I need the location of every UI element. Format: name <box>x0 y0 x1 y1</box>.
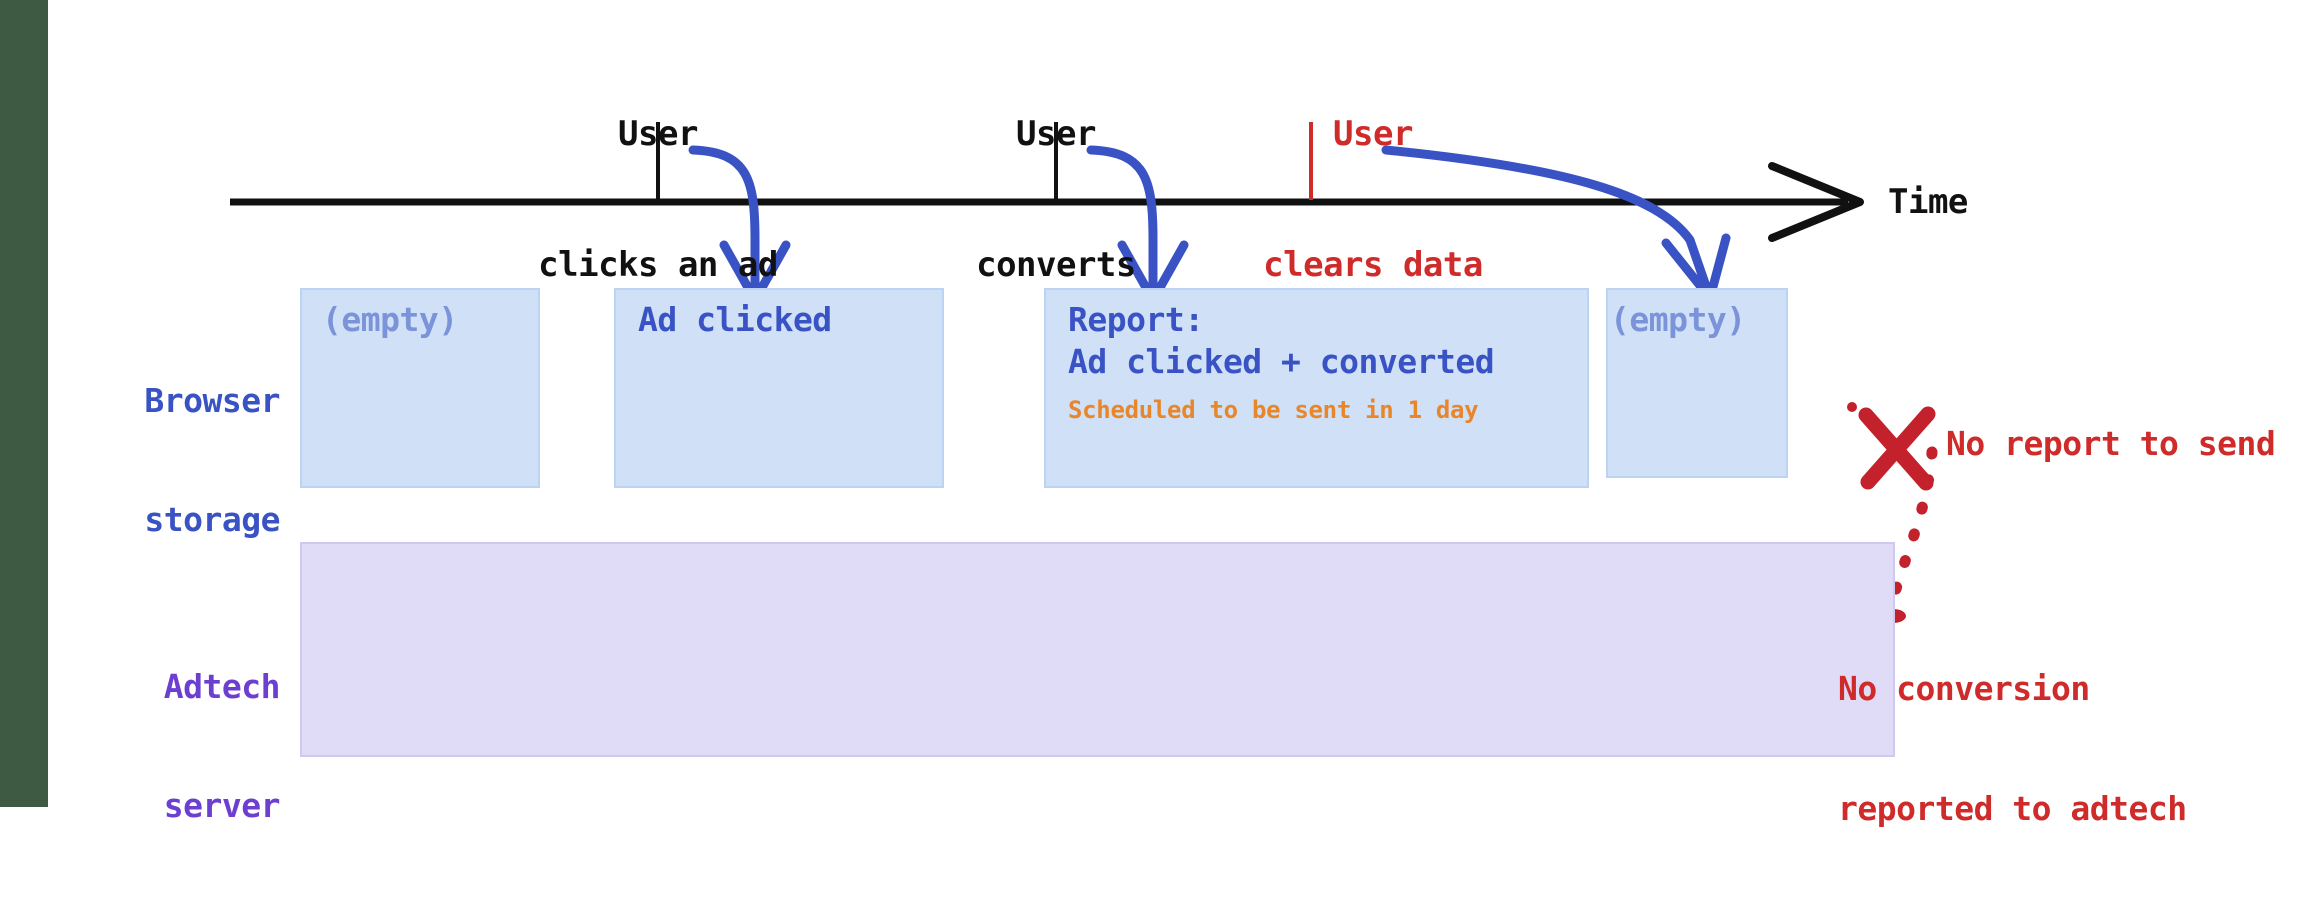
storage-box-clicked <box>614 288 944 488</box>
row-label-adtech-line2: server <box>163 785 281 825</box>
storage-box-cleared <box>1606 288 1788 478</box>
annotation-no-conversion-line1: No conversion <box>1838 668 2090 708</box>
storage-text-initial: (empty) <box>322 300 458 339</box>
time-axis-label: Time <box>1888 182 1968 222</box>
annotation-no-conversion-line2: reported to adtech <box>1838 789 2187 829</box>
storage-text-cleared: (empty) <box>1610 300 1746 339</box>
event-label-click-line1: User <box>618 114 698 155</box>
event-label-click: User clicks an ad <box>448 26 868 374</box>
row-label-adtech-server: Adtech server <box>48 588 281 905</box>
row-label-adtech-line1: Adtech <box>163 667 281 707</box>
left-edge-strip <box>0 0 48 807</box>
event-label-clear: User clears data <box>1188 26 1558 374</box>
row-label-browser-line1: Browser <box>144 381 280 421</box>
row-label-browser-line2: storage <box>144 499 280 539</box>
event-label-convert-line1: User <box>1016 114 1096 155</box>
event-label-convert: User converts <box>876 26 1236 374</box>
event-label-clear-line2: clears data <box>1263 244 1483 285</box>
red-x-icon <box>1847 402 1936 491</box>
event-label-convert-line2: converts <box>976 244 1136 285</box>
storage-box-report <box>1044 288 1589 488</box>
row-label-browser-storage: Browser storage <box>48 302 280 619</box>
diagram-canvas: User clicks an ad User converts User cle… <box>48 0 2307 828</box>
storage-text-report-line2: Ad clicked + converted <box>1068 342 1495 381</box>
event-label-clear-line1: User <box>1333 114 1413 155</box>
adtech-server-box <box>300 542 1895 757</box>
storage-text-clicked: Ad clicked <box>638 300 832 339</box>
storage-box-initial <box>300 288 540 488</box>
annotation-no-report-to-send: No report to send <box>1946 424 2276 463</box>
event-label-click-line2: clicks an ad <box>538 244 778 285</box>
storage-text-report-schedule-note: Scheduled to be sent in 1 day <box>1068 396 1479 424</box>
storage-text-report-line1: Report: <box>1068 300 1204 339</box>
annotation-no-conversion-reported: No conversion reported to adtech <box>1838 588 2187 910</box>
